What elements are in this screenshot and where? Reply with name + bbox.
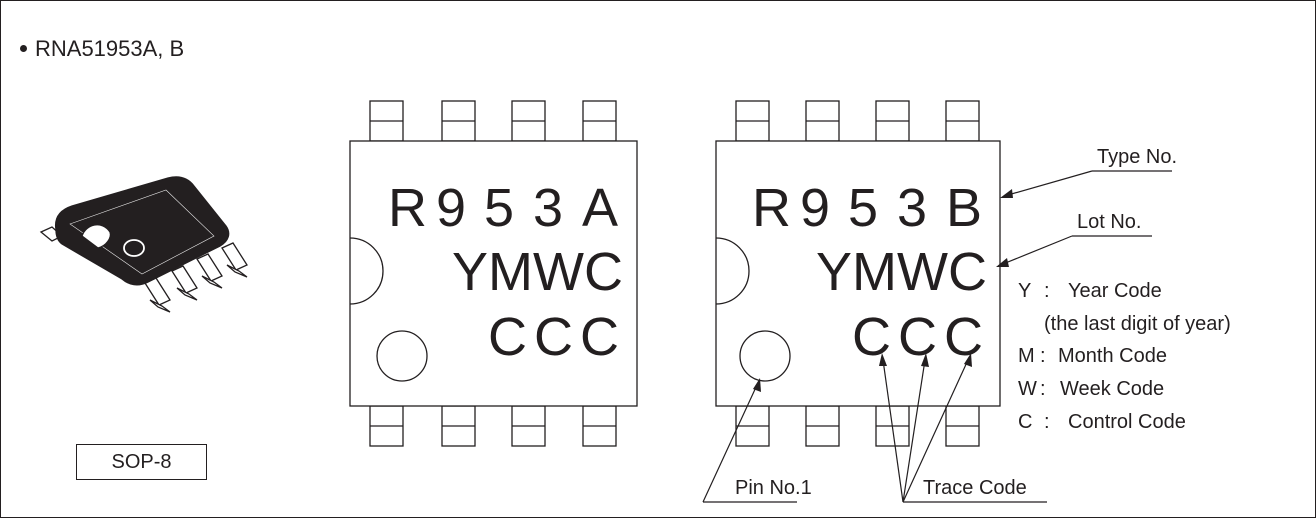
legend-separator: : xyxy=(1040,378,1046,400)
lot-no-label: Lot No. xyxy=(1077,211,1141,233)
type-no-leader xyxy=(1007,170,1093,196)
package-lead xyxy=(176,287,198,301)
legend-text: Month Code xyxy=(1058,345,1167,367)
arrowhead-icon xyxy=(753,378,761,392)
legend-separator: : xyxy=(1044,411,1050,433)
pin-no-leader xyxy=(702,384,758,503)
package-lead xyxy=(226,264,248,278)
legend-key: C xyxy=(1018,411,1032,433)
chip-b-char: B xyxy=(946,178,982,238)
legend-text: Year Code xyxy=(1068,280,1162,302)
chip-a-char: A xyxy=(582,178,618,238)
chip-b-char: C xyxy=(944,307,983,367)
chip-a xyxy=(349,100,638,447)
chip-a-char: R xyxy=(388,178,427,238)
arrowhead-icon xyxy=(921,353,929,367)
arrowhead-icon xyxy=(996,258,1009,267)
chip-b-lot-code: YMWC xyxy=(816,242,987,302)
pin1-dot-icon xyxy=(123,239,145,257)
chip-a-marking: R 9 5 3 A YMWC C C C xyxy=(388,178,623,367)
arrowhead-icon xyxy=(1000,189,1013,198)
chip-a-notch xyxy=(349,237,384,305)
legend-key: Y xyxy=(1018,280,1031,302)
sop8-package-illustration xyxy=(39,176,248,313)
chip-b-char: C xyxy=(852,307,891,367)
package-notch xyxy=(81,224,112,249)
legend-separator: : xyxy=(1040,345,1046,367)
legend-text: Control Code xyxy=(1068,411,1186,433)
chip-a-pin1-mark-icon xyxy=(376,330,428,382)
trace-code-leader xyxy=(902,359,969,503)
package-lead xyxy=(171,265,198,294)
package-lead xyxy=(196,253,223,282)
chip-a-top-pins xyxy=(369,100,617,142)
chip-b-marking: R 9 5 3 B YMWC C C C xyxy=(752,178,987,367)
chip-a-lot-code: YMWC xyxy=(452,242,623,302)
chip-a-bottom-pins xyxy=(369,405,617,447)
diagram-title: RNA51953A, B xyxy=(20,36,184,62)
package-top-surface xyxy=(69,189,215,275)
chip-a-char: 3 xyxy=(533,178,563,238)
chip-b-char: R xyxy=(752,178,791,238)
arrowhead-icon xyxy=(964,353,972,367)
pin-no-label: Pin No.1 xyxy=(735,477,812,499)
legend-text: (the last digit of year) xyxy=(1044,313,1231,335)
bullet-icon xyxy=(20,44,27,52)
package-lead xyxy=(221,242,248,271)
callouts xyxy=(702,170,1172,503)
trace-code-leader xyxy=(882,359,904,503)
chip-a-char: C xyxy=(580,307,619,367)
legend-key: M xyxy=(1018,345,1035,367)
chip-b-pin1-mark-icon xyxy=(739,330,791,382)
chip-b-char: 3 xyxy=(897,178,927,238)
package-lead xyxy=(201,275,223,289)
chip-b-body xyxy=(715,140,1001,407)
legend-text: Week Code xyxy=(1060,378,1164,400)
trace-code-label: Trace Code xyxy=(923,477,1027,499)
chip-b-top-pins xyxy=(735,100,980,142)
chip-a-char: 5 xyxy=(484,178,514,238)
chip-b-bottom-pins xyxy=(735,405,980,447)
chip-b-char: C xyxy=(898,307,937,367)
package-label: SOP-8 xyxy=(76,444,207,480)
code-legend: Y : Year Code (the last digit of year) M… xyxy=(1018,280,1231,433)
type-no-label: Type No. xyxy=(1097,146,1177,168)
package-lead xyxy=(149,299,171,313)
arrowhead-icon xyxy=(879,353,887,366)
chip-a-char: 9 xyxy=(436,178,466,238)
title-text: RNA51953A, B xyxy=(35,36,185,61)
legend-separator: : xyxy=(1044,280,1050,302)
chip-b-char: 9 xyxy=(800,178,830,238)
chip-b-notch xyxy=(715,237,750,305)
legend-key: W xyxy=(1018,378,1037,400)
lot-no-leader xyxy=(1002,235,1073,265)
trace-code-leader xyxy=(902,359,926,503)
chip-a-char: C xyxy=(534,307,573,367)
chip-a-body xyxy=(349,140,638,407)
chip-a-char: C xyxy=(488,307,527,367)
chip-b-char: 5 xyxy=(848,178,878,238)
